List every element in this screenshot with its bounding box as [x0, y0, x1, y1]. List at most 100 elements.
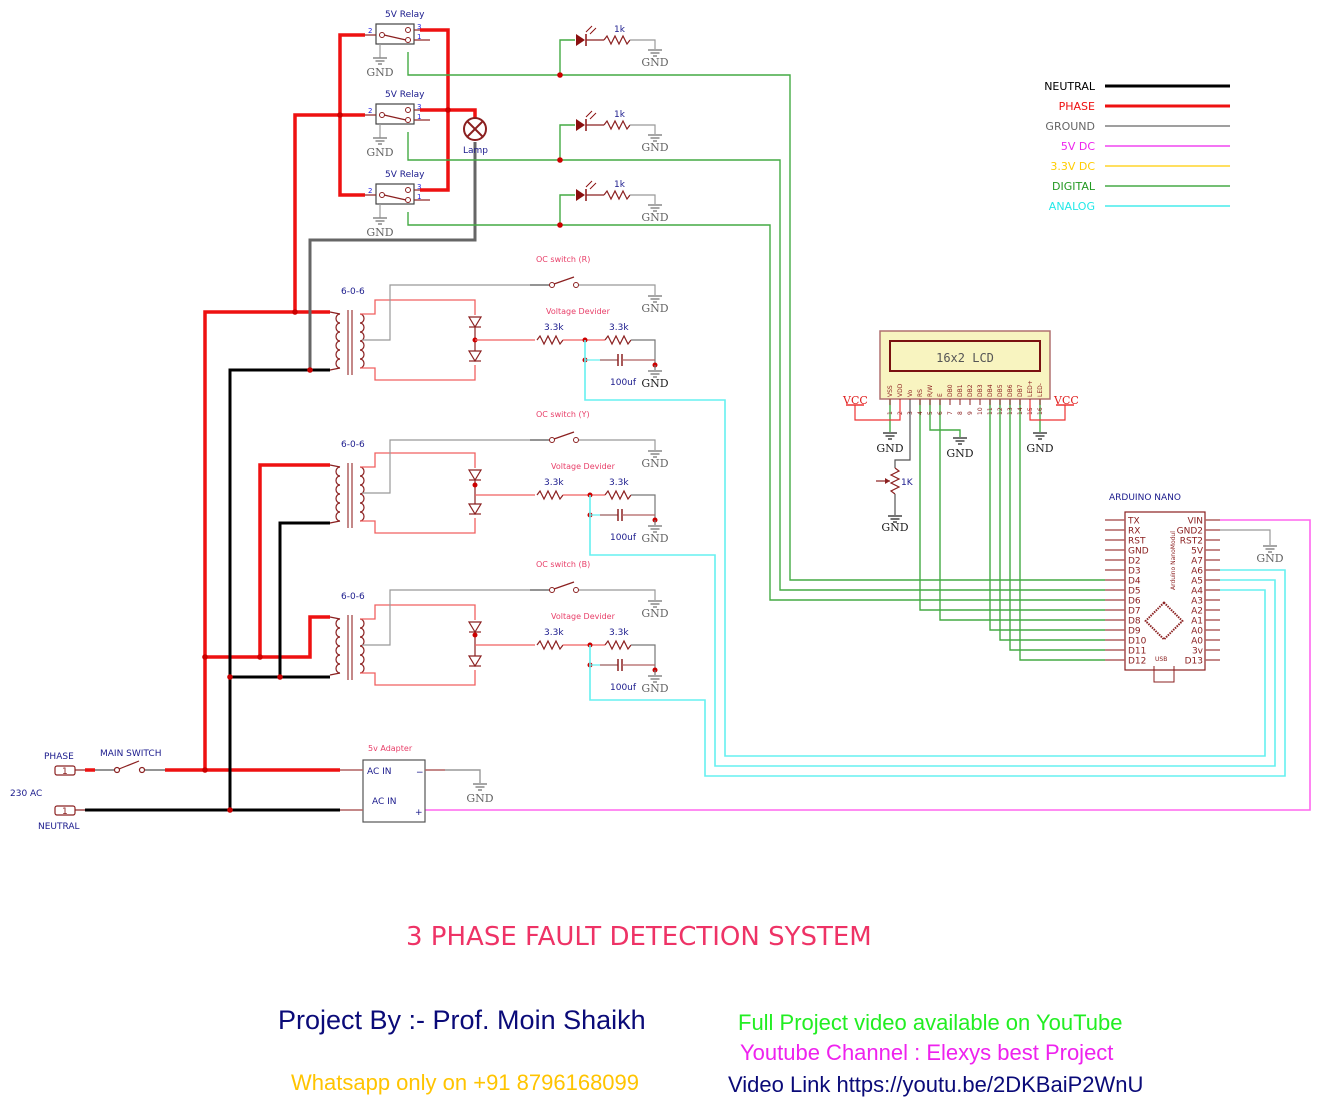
transformer-label: 6-0-6	[341, 440, 365, 450]
oc-switch-y[interactable]	[530, 431, 579, 443]
led-gnd-label: GND	[641, 211, 668, 224]
main-switch[interactable]	[113, 760, 166, 774]
lcd-pin-number: 7	[947, 411, 954, 415]
arduino-pin-d5: D5	[1128, 587, 1141, 597]
usb-label: USB	[1155, 656, 1167, 663]
potentiometer-icon[interactable]	[889, 467, 901, 495]
youtube-channel: Youtube Channel : Elexys best Project	[740, 1040, 1114, 1065]
lcd-pin-label: R/W	[927, 385, 934, 397]
video-link[interactable]: Video Link https://youtu.be/2DKBaiP2WnU	[728, 1072, 1144, 1097]
relay-pin: 1	[417, 193, 421, 201]
neutral-wires	[85, 368, 340, 812]
analog-wires	[584, 340, 1286, 777]
arduino-pin-d7: D7	[1128, 607, 1141, 617]
adapter-minus: −	[416, 768, 424, 778]
lcd-pin-number: 8	[957, 411, 964, 415]
pot-gnd-label: GND	[881, 521, 908, 534]
diode-icon	[467, 469, 483, 482]
lcd-pin-number: 4	[917, 411, 924, 415]
relay-pin: 3	[417, 103, 421, 111]
switch-gnd-label: GND	[641, 607, 668, 620]
phase-connector-pin: 1	[62, 767, 68, 777]
relay-label: 5V Relay	[385, 170, 425, 180]
module-label: Arduino NanoModul	[1170, 531, 1177, 590]
arduino-pin-rst: RST	[1128, 537, 1146, 547]
arduino-pin-5v: 5V	[1191, 547, 1204, 557]
relay-gnd-label: GND	[366, 146, 393, 159]
relay-gnd-label: GND	[366, 226, 393, 239]
lcd-gnd-label-2: GND	[946, 447, 973, 460]
gnd-label: GND	[466, 792, 493, 805]
lamp-return-wire	[308, 142, 477, 370]
main-switch-label: MAIN SWITCH	[100, 749, 161, 759]
resistor-icon	[536, 489, 564, 501]
resistor-icon	[603, 119, 631, 131]
arduino-pin-a6: A6	[1191, 567, 1203, 577]
legend-label: 5V DC	[1061, 140, 1095, 153]
legend-label: GROUND	[1045, 120, 1095, 133]
lcd-pin-label: DB7	[1017, 384, 1024, 397]
resistor-icon	[536, 334, 564, 346]
digital-wires	[407, 39, 1105, 661]
resistor-icon	[604, 639, 632, 651]
lcd-pin-number: 1	[887, 411, 894, 415]
arduino-pin-d4: D4	[1128, 577, 1141, 587]
relay-label: 5V Relay	[385, 10, 425, 20]
lcd-pin-number: 13	[1007, 407, 1014, 415]
adapter-label: 5v Adapter	[368, 744, 413, 753]
lcd-pin-number: 14	[1017, 407, 1024, 415]
divider-gnd-label: GND	[641, 532, 668, 545]
lcd-pin-number: 6	[937, 411, 944, 415]
diode-icon	[467, 655, 483, 668]
resistor-icon	[604, 334, 632, 346]
arduino-pin-a7: A7	[1191, 557, 1203, 567]
lcd-pin-label: Vo	[907, 389, 914, 397]
lamp-icon: Lamp	[463, 117, 488, 156]
diagram-title: 3 PHASE FAULT DETECTION SYSTEM	[406, 922, 872, 952]
adapter-ac-in-2: AC IN	[372, 797, 397, 807]
arduino-pin-a5: A5	[1191, 577, 1203, 587]
divider-label: Voltage Devider	[551, 612, 616, 621]
arduino-pin-d12: D12	[1128, 657, 1146, 667]
r1-label: 3.3k	[544, 478, 564, 488]
arduino-pin-a0: A0	[1191, 637, 1203, 647]
led-resistor-label: 1k	[614, 25, 626, 35]
diode-icon	[467, 316, 483, 329]
relay-pin: 1	[417, 113, 421, 121]
lcd-gnd-label-3: GND	[1026, 442, 1053, 455]
arduino-pin-vin: VIN	[1187, 517, 1203, 527]
arduino-pin-d8: D8	[1128, 617, 1141, 627]
oc-switch-b[interactable]	[530, 581, 579, 593]
adapter-ac-in-1: AC IN	[367, 767, 392, 777]
arduino-pin-d11: D11	[1128, 647, 1146, 657]
lcd-pin-number: 5	[927, 411, 934, 415]
lcd-pin-label: DB6	[1007, 384, 1014, 397]
r1-label: 3.3k	[544, 323, 564, 333]
divider-gnd-label: GND	[641, 377, 668, 390]
lcd-pin-label: VSS	[887, 385, 894, 397]
oc-switch-r[interactable]	[530, 276, 579, 288]
lamp-label: Lamp	[463, 146, 488, 156]
diode-icon	[467, 350, 483, 363]
arduino-title: ARDUINO NANO	[1109, 493, 1181, 503]
oc-switch-label: OC switch (Y)	[536, 410, 590, 419]
video-available: Full Project video available on YouTube	[738, 1010, 1123, 1035]
lcd-gnd-label-1: GND	[876, 442, 903, 455]
oc-switch-label: OC switch (R)	[536, 255, 590, 264]
neutral-connector-pin: 1	[62, 807, 68, 817]
relay-label: 5V Relay	[385, 90, 425, 100]
arduino-pin-d6: D6	[1128, 597, 1141, 607]
resistor-icon	[603, 34, 631, 46]
whatsapp-contact: Whatsapp only on +91 8796168099	[291, 1070, 640, 1095]
vcc-right-label: VCC	[1053, 394, 1079, 407]
neutral-input-label: NEUTRAL	[38, 822, 80, 832]
phase-input-label: PHASE	[44, 752, 74, 762]
diode-icon	[467, 503, 483, 516]
